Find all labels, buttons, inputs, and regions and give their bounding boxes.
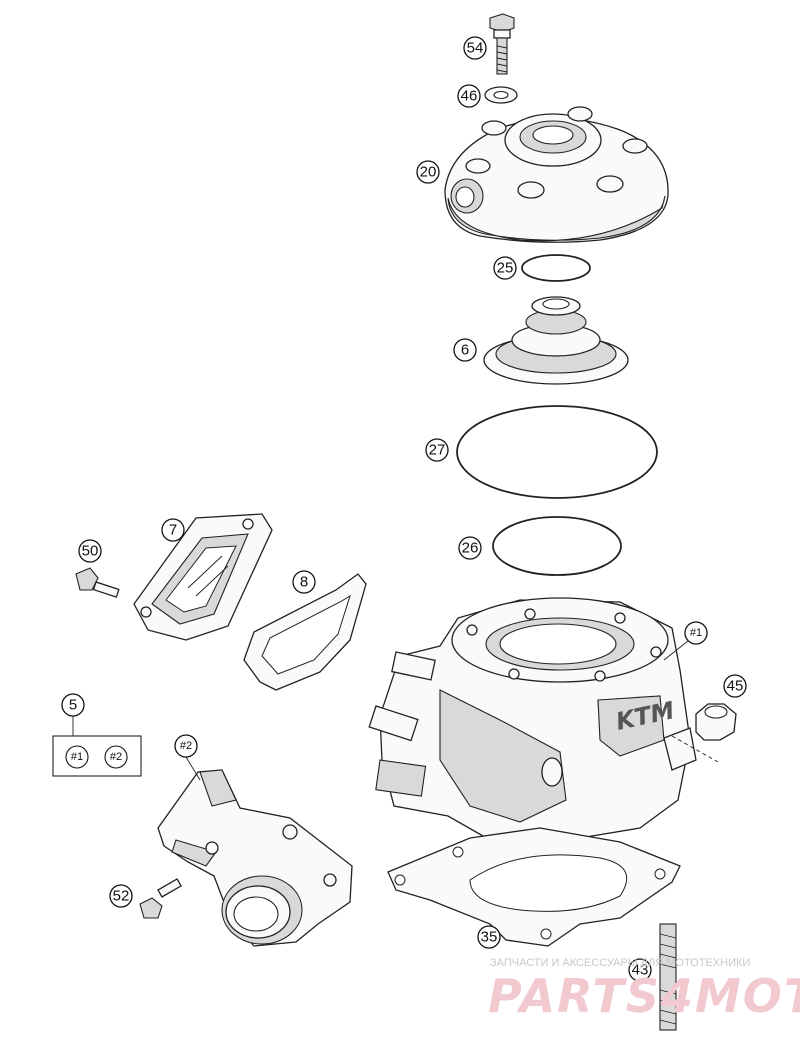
base-gasket-35 <box>387 827 681 947</box>
combustion-insert-6 <box>483 296 629 385</box>
o-ring-25 <box>521 254 591 282</box>
svg-text:50: 50 <box>82 543 99 560</box>
svg-text:35: 35 <box>481 929 498 946</box>
cylinder-1: KTM <box>368 597 697 849</box>
svg-text:#1: #1 <box>71 751 83 763</box>
callout-8: 8 <box>292 570 316 594</box>
svg-text:#1: #1 <box>690 627 702 639</box>
callout-45: 45 <box>723 674 747 698</box>
svg-text:54: 54 <box>467 40 484 57</box>
svg-text:20: 20 <box>420 164 437 181</box>
callout-2: #2 <box>174 734 198 758</box>
callout-25: 25 <box>493 256 517 280</box>
reed-valve-housing-7 <box>133 513 273 641</box>
screw-50 <box>75 567 120 598</box>
svg-text:7: 7 <box>169 522 177 539</box>
o-ring-26 <box>492 516 622 576</box>
washer-46 <box>484 86 518 104</box>
callout-6: 6 <box>453 338 477 362</box>
gasket-8 <box>243 573 367 691</box>
callout-54: 54 <box>463 36 487 60</box>
svg-text:45: 45 <box>727 678 744 695</box>
svg-text:46: 46 <box>461 88 478 105</box>
watermark-tagline: ЗАПЧАСТИ И АКСЕССУАРЫ ДЛЯ МОТОТЕХНИКИ <box>490 957 750 969</box>
callout-5: 5 <box>61 693 85 717</box>
callout-35: 35 <box>477 925 501 949</box>
o-ring-27 <box>456 405 658 499</box>
callout-20: 20 <box>416 160 440 184</box>
callout-27: 27 <box>425 438 449 462</box>
callout-52: 52 <box>109 884 133 908</box>
intake-flange-2 <box>157 769 353 947</box>
svg-text:43: 43 <box>632 962 649 979</box>
nut-45 <box>695 703 737 741</box>
svg-text:5: 5 <box>69 697 77 714</box>
svg-text:25: 25 <box>497 260 514 277</box>
svg-text:27: 27 <box>429 442 446 459</box>
svg-text:#2: #2 <box>110 751 122 763</box>
screw-52 <box>139 878 182 919</box>
svg-text:52: 52 <box>113 888 130 905</box>
cylinder-head-20 <box>444 106 669 243</box>
svg-text:8: 8 <box>300 574 308 591</box>
svg-text:26: 26 <box>462 540 479 557</box>
callout-50: 50 <box>78 539 102 563</box>
stud-43 <box>659 923 677 1031</box>
svg-text:#2: #2 <box>180 740 192 752</box>
callout-43: 43 <box>628 958 652 982</box>
callout-1: #1 <box>684 621 708 645</box>
bolt-54 <box>489 13 515 75</box>
callout-26: 26 <box>458 536 482 560</box>
kit-5-contents: #1 #2 <box>52 735 142 777</box>
svg-text:6: 6 <box>461 342 469 359</box>
watermark-brand: PARTS4MOTOR.RU <box>488 969 800 1023</box>
callout-7: 7 <box>161 518 185 542</box>
callout-46: 46 <box>457 84 481 108</box>
